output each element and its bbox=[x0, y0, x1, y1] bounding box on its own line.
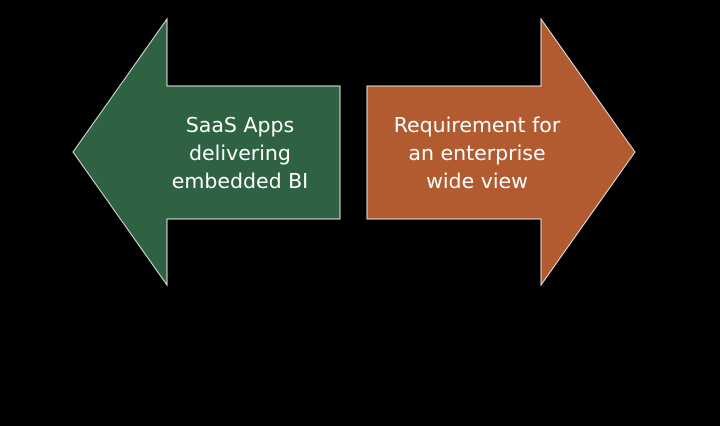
right-arrow-line: Requirement for bbox=[393, 113, 561, 137]
right-arrow-line: wide view bbox=[426, 169, 528, 193]
left-arrow-line: SaaS Apps bbox=[185, 113, 295, 137]
right-arrow-shape bbox=[366, 17, 636, 287]
left-arrow-line: delivering bbox=[189, 141, 291, 165]
right-arrow-label: Requirement for an enterprise wide view bbox=[372, 111, 582, 195]
left-arrow-label: SaaS Apps delivering embedded BI bbox=[150, 111, 330, 195]
left-arrow-line: embedded BI bbox=[171, 169, 309, 193]
right-arrow-line: an enterprise bbox=[408, 141, 546, 165]
left-arrow-shape bbox=[72, 17, 341, 287]
